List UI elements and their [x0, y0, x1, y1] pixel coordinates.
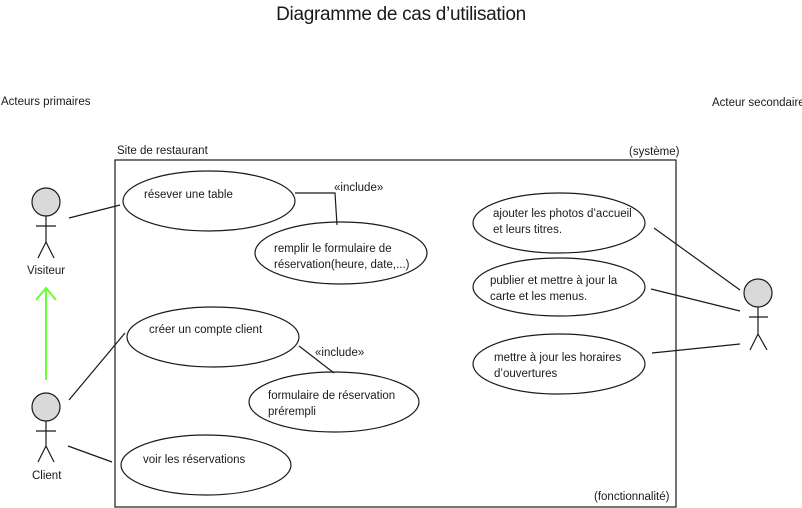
actor-secondary-figure	[743, 278, 773, 351]
include-connector-1	[295, 192, 338, 226]
include-connector-2	[298, 345, 335, 374]
use-case-create-account	[126, 306, 300, 368]
diagram-title: Diagramme de cas d’utilisation	[276, 4, 526, 25]
use-case-label-reserve-table: résever une table	[144, 189, 233, 201]
include-label-2: «include»	[315, 347, 365, 359]
association-client-account	[68, 332, 126, 401]
use-case-label-create-account: créer un compte client	[149, 324, 263, 336]
use-case-label-view-reservations: voir les réservations	[143, 454, 246, 466]
association-admin-hours	[651, 343, 741, 354]
use-case-update-hours	[472, 333, 646, 395]
system-tag: (système)	[629, 146, 680, 158]
association-admin-menu	[650, 288, 741, 312]
actor-client-name: Client	[32, 470, 62, 482]
actor-visitor-name: Visiteur	[27, 265, 66, 277]
use-case-fill-form	[254, 221, 428, 285]
use-case-label-update-hours: mettre à jour les horaires d’ouvertures	[494, 352, 622, 381]
system-name: Site de restaurant	[117, 145, 208, 157]
actor-visitor-figure	[31, 187, 61, 259]
functionality-tag: (fonctionnalité)	[594, 491, 670, 503]
actor-client-figure	[31, 392, 61, 463]
association-client-view	[67, 445, 113, 463]
primary-actors-label: Acteurs primaires	[1, 96, 91, 108]
use-case-add-photos	[472, 192, 646, 254]
include-label-1: «include»	[334, 182, 384, 194]
use-case-reserve-table	[122, 170, 296, 232]
generalization-arrow	[35, 286, 57, 380]
use-case-prefilled-form	[248, 371, 420, 433]
secondary-actor-label: Acteur secondaire	[712, 97, 802, 109]
use-case-label-fill-form: remplir le formulaire de réservation(heu…	[274, 243, 410, 272]
association-admin-photos	[653, 227, 741, 291]
use-case-label-prefilled-form: formulaire de réservation prérempli	[268, 390, 396, 419]
use-case-label-add-photos: ajouter les photos d’accueil et leurs ti…	[493, 208, 632, 237]
association-visitor-reserve	[68, 204, 121, 219]
use-case-label-publish-menu: publier et mettre à jour la carte et les…	[490, 275, 618, 304]
system-boundary	[114, 159, 677, 508]
use-case-publish-menu	[472, 257, 646, 317]
use-case-view-reservations	[120, 434, 292, 496]
